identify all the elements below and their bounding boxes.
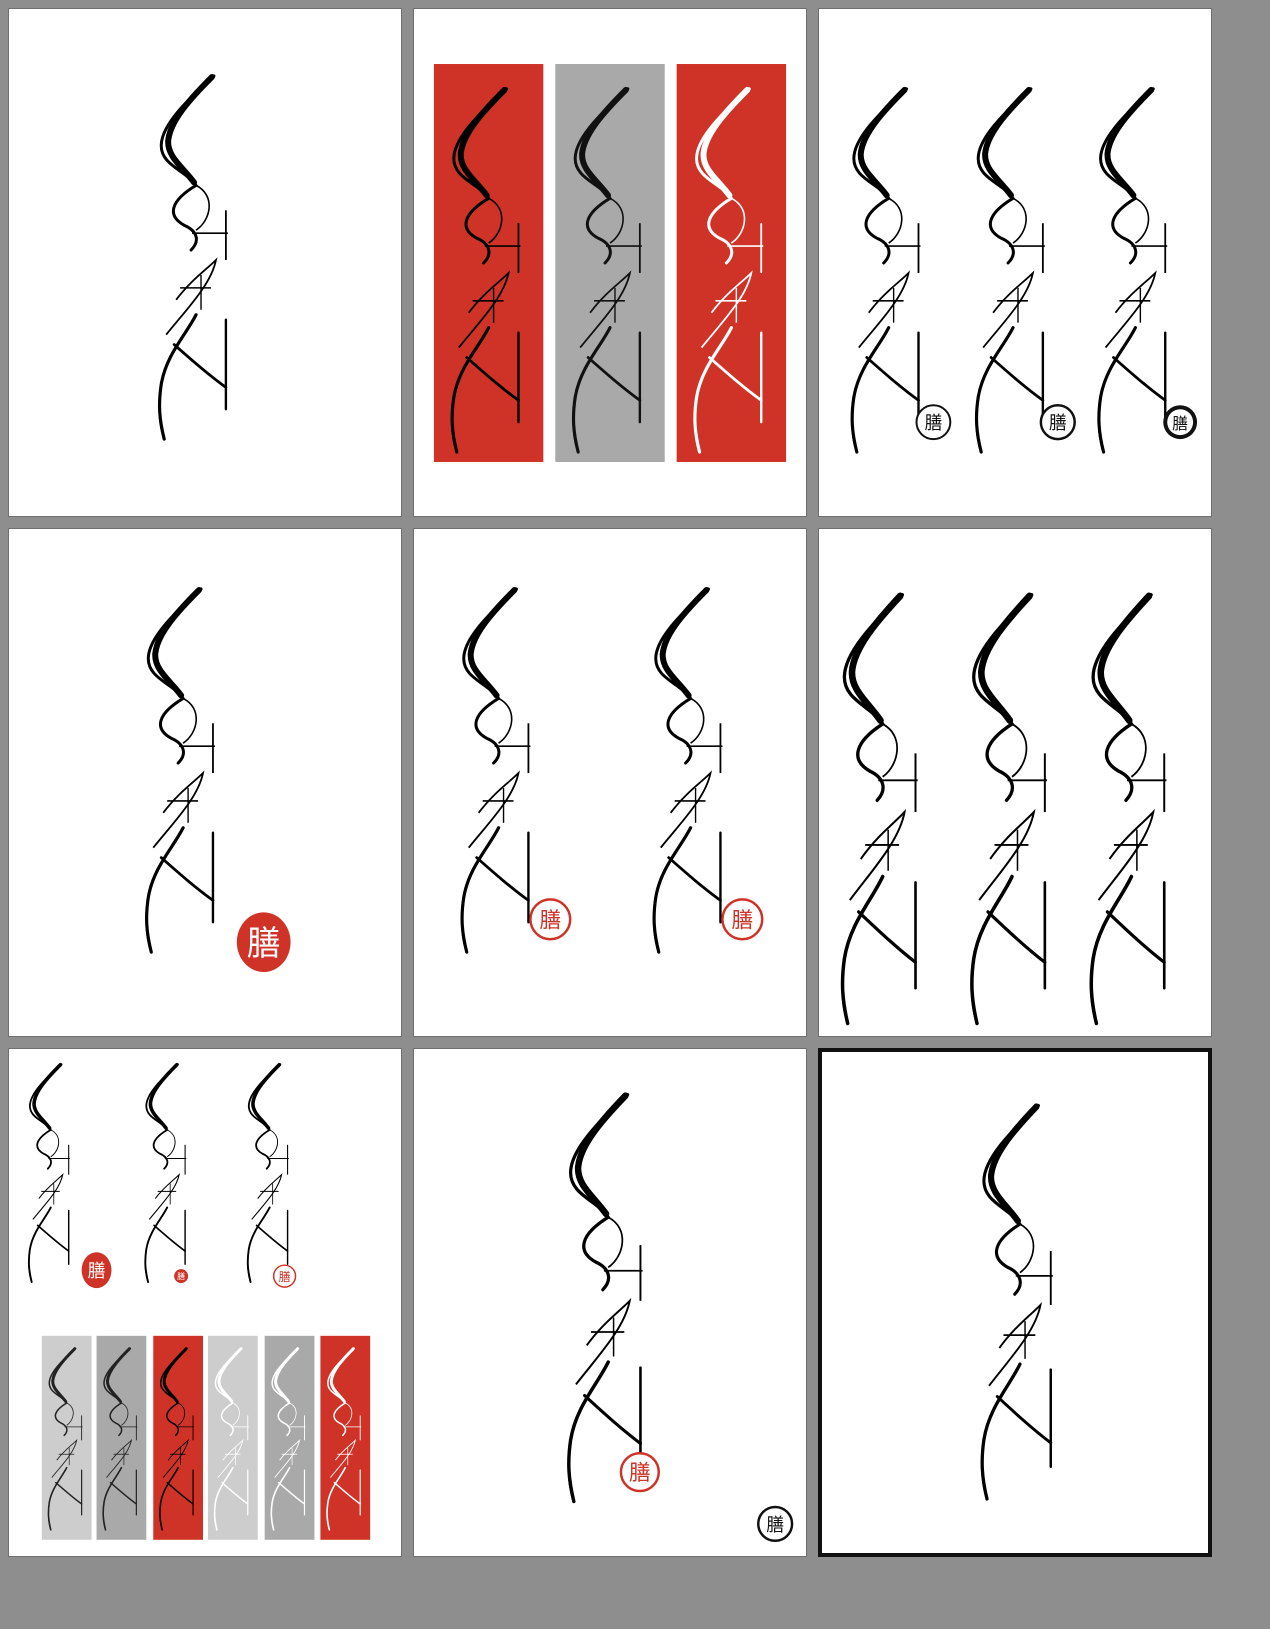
svg-text:膳: 膳 xyxy=(88,1261,106,1282)
figure-with-red-seal: 膳 xyxy=(9,529,291,973)
design-tile-9-selected[interactable] xyxy=(818,1048,1212,1557)
seal-stamp-icon: 膳 xyxy=(619,1451,660,1493)
figure-with-two-seals: 膳 膳 xyxy=(414,1049,794,1543)
design-tile-6[interactable] xyxy=(818,528,1212,1037)
swatch-light-gray-white xyxy=(207,1335,258,1540)
seal-stamp-icon: 膳 xyxy=(529,898,572,941)
swatch-gray-white xyxy=(264,1335,315,1540)
swatch-red xyxy=(153,1335,204,1540)
design-tile-2[interactable] xyxy=(413,8,807,517)
seal-stamp-icon: 膳 xyxy=(236,912,291,973)
swatch-red-white xyxy=(320,1335,371,1540)
svg-text:膳: 膳 xyxy=(1049,413,1067,434)
seal-stamp-icon: 膳 xyxy=(915,404,952,441)
svg-text:膳: 膳 xyxy=(766,1515,784,1536)
seal-stamp-icon: 膳 xyxy=(757,1505,794,1543)
design-tile-8[interactable]: 膳 膳 xyxy=(413,1048,807,1557)
variations-sheet: 膳 膳 膳 xyxy=(27,1062,371,1540)
svg-text:膳: 膳 xyxy=(177,1271,185,1281)
red-panel xyxy=(433,64,544,462)
svg-text:膳: 膳 xyxy=(1172,414,1188,433)
seal-stamp-icon: 膳 xyxy=(272,1264,297,1288)
design-tile-1[interactable] xyxy=(8,8,402,517)
swatch-gray xyxy=(96,1335,147,1540)
color-panels-artwork xyxy=(433,64,787,462)
gray-panel xyxy=(555,64,665,462)
bold-triple-figures xyxy=(819,529,1211,1036)
design-tile-7[interactable]: 膳 膳 膳 xyxy=(8,1048,402,1557)
svg-text:膳: 膳 xyxy=(629,1461,651,1486)
seal-stamp-icon: 膳 xyxy=(721,898,764,941)
seal-stamp-icon: 膳 xyxy=(174,1269,189,1284)
triple-figure-black-seals: 膳 膳 膳 xyxy=(819,9,1198,516)
red-panel-white xyxy=(676,64,787,462)
svg-text:膳: 膳 xyxy=(539,908,561,933)
seal-stamp-icon: 膳 xyxy=(81,1252,112,1289)
seal-stamp-icon: 膳 xyxy=(1163,405,1198,440)
svg-text:膳: 膳 xyxy=(924,413,942,434)
design-tile-5[interactable]: 膳 膳 xyxy=(413,528,807,1037)
seal-stamp-icon: 膳 xyxy=(1039,404,1076,441)
svg-text:膳: 膳 xyxy=(731,908,753,933)
design-tile-3[interactable]: 膳 膳 膳 xyxy=(818,8,1212,517)
calligraphy-artwork xyxy=(822,1052,1208,1553)
svg-text:膳: 膳 xyxy=(247,924,281,963)
calligraphy-artwork xyxy=(9,9,401,516)
svg-text:膳: 膳 xyxy=(279,1270,291,1284)
swatch-light-gray xyxy=(41,1335,92,1540)
two-figures-red-seals: 膳 膳 xyxy=(414,529,764,1036)
design-tile-4[interactable]: 膳 xyxy=(8,528,402,1037)
